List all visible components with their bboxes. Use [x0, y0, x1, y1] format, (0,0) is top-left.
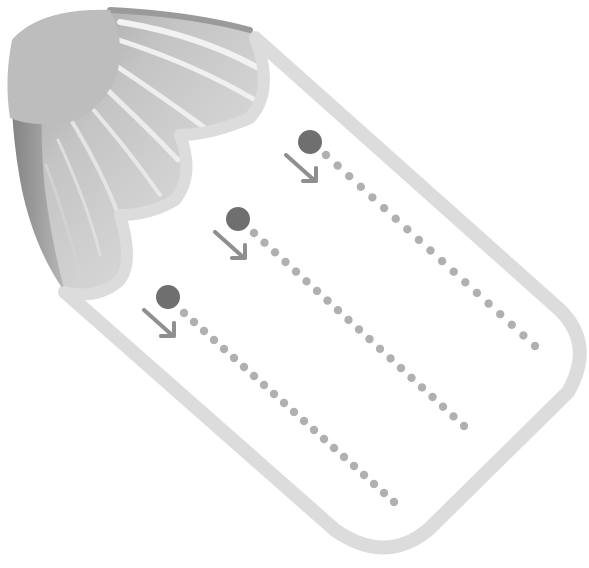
guide-dot-mark [190, 318, 198, 326]
guide-dot-mark [310, 426, 318, 434]
guide-dot-mark [180, 309, 188, 317]
guide-dot-mark [290, 408, 298, 416]
guide-dot-mark [386, 354, 394, 362]
guide-dot-mark [407, 374, 415, 382]
guide-dot-mark [380, 489, 388, 497]
guide-dot-mark [340, 453, 348, 461]
guide-dot-mark [449, 412, 457, 420]
guide-dot-mark [200, 327, 208, 335]
guide-dot-mark [484, 299, 492, 307]
guide-dot-mark [210, 336, 218, 344]
guide-dot-mark [260, 381, 268, 389]
guide-dot-mark [380, 204, 388, 212]
guide-dot-3 [156, 285, 180, 309]
guide-dot-mark [438, 257, 446, 265]
guide-dot-mark [360, 471, 368, 479]
guide-dot-mark [397, 364, 405, 372]
guide-dot-mark [323, 296, 331, 304]
guide-dot-mark [461, 278, 469, 286]
guide-dot-mark [450, 268, 458, 276]
guide-dot-mark [313, 287, 321, 295]
guide-dot-mark [415, 236, 423, 244]
guide-dot-mark [220, 345, 228, 353]
guide-dot-mark [240, 363, 248, 371]
guide-dot-mark [250, 372, 258, 380]
guide-dot-mark [428, 393, 436, 401]
guide-dot-mark [230, 354, 238, 362]
guide-dot-2 [226, 207, 250, 231]
guide-dot-mark [300, 417, 308, 425]
guide-dot-mark [531, 342, 539, 350]
guide-dot-mark [392, 215, 400, 223]
guide-dot-mark [280, 399, 288, 407]
guide-dot-mark [403, 225, 411, 233]
guide-dot-mark [460, 422, 468, 430]
guide-dot-mark [508, 321, 516, 329]
guide-dot-mark [322, 151, 330, 159]
guide-dot-1 [298, 130, 322, 154]
guide-dot-mark [302, 277, 310, 285]
guide-dot-mark [350, 462, 358, 470]
guide-dot-mark [439, 403, 447, 411]
guide-dot-mark [418, 383, 426, 391]
guide-dot-mark [344, 316, 352, 324]
guide-dot-mark [365, 335, 373, 343]
guide-dot-mark [260, 239, 268, 247]
guide-dot-mark [292, 267, 300, 275]
guide-dot-mark [271, 248, 279, 256]
guide-dot-mark [345, 172, 353, 180]
guide-dot-mark [368, 193, 376, 201]
guide-dot-mark [376, 345, 384, 353]
guide-dot-mark [357, 183, 365, 191]
guide-dot-mark [519, 331, 527, 339]
guide-dot-mark [330, 444, 338, 452]
guide-dot-mark [496, 310, 504, 318]
guide-dot-mark [250, 229, 258, 237]
guide-dot-mark [270, 390, 278, 398]
guide-dot-mark [334, 306, 342, 314]
guide-dot-mark [390, 498, 398, 506]
guide-dot-mark [370, 480, 378, 488]
guide-dot-mark [333, 161, 341, 169]
guide-dot-mark [473, 289, 481, 297]
guide-dot-mark [320, 435, 328, 443]
guide-dot-mark [355, 325, 363, 333]
guide-dot-mark [426, 246, 434, 254]
guide-dot-mark [281, 258, 289, 266]
